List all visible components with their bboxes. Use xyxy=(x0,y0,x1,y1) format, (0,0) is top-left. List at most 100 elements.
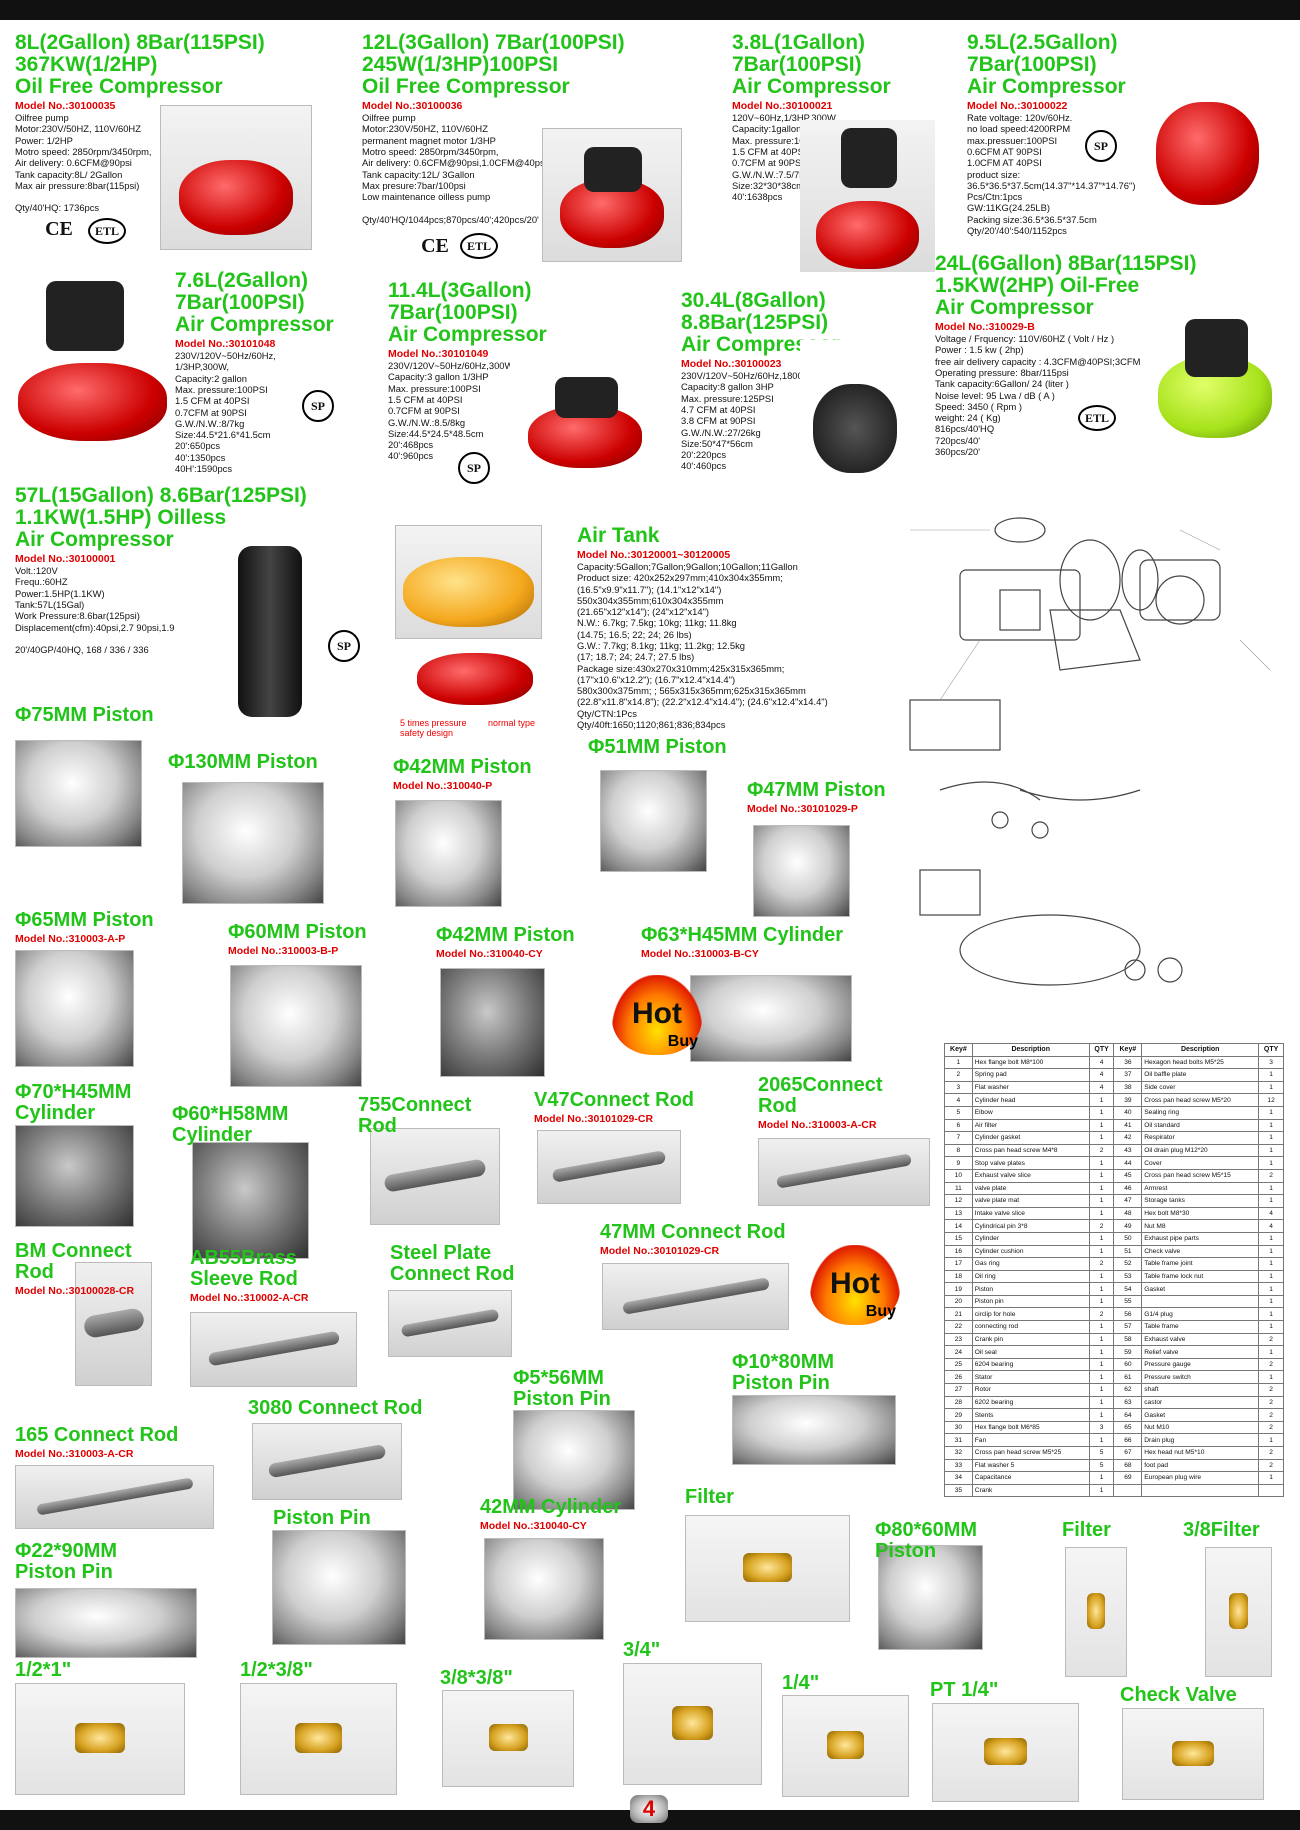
part-title: Φ5*56MM Piston Pin xyxy=(513,1367,611,1410)
table-cell: 23 xyxy=(944,1332,973,1347)
model-number: Model No.:310003-A-CR xyxy=(15,1448,134,1460)
table-cell: 2 xyxy=(1258,1408,1284,1422)
table-cell: circlip for hole xyxy=(971,1307,1090,1322)
product-spec: 120V~60Hz,1/3HP,300W, Capacity:1gallon M… xyxy=(732,112,838,203)
table-cell: 52 xyxy=(1113,1257,1143,1271)
spare-part: Φ80*60MM Piston xyxy=(875,1520,977,1562)
table-cell: 1 xyxy=(1088,1357,1115,1372)
part-photo xyxy=(1122,1708,1264,1800)
table-cell: Sealing ring xyxy=(1141,1105,1260,1120)
table-cell xyxy=(1141,1294,1260,1309)
part-photo xyxy=(602,1263,789,1330)
part-photo xyxy=(182,782,324,904)
table-cell: 1 xyxy=(1258,1131,1284,1145)
table-cell: Cylindrical pin 3*8 xyxy=(971,1219,1090,1233)
table-cell: 35 xyxy=(944,1483,973,1498)
table-cell: 49 xyxy=(1113,1219,1143,1233)
table-cell: Cross pan head screw M5*20 xyxy=(1141,1093,1260,1107)
table-cell: 1 xyxy=(1258,1307,1284,1322)
part-photo xyxy=(758,1138,930,1206)
part-photo xyxy=(1205,1547,1272,1677)
table-cell: 10 xyxy=(944,1168,973,1183)
table-cell: 39 xyxy=(1113,1093,1143,1107)
model-number: Model No.:310040-P xyxy=(393,780,493,792)
product-title: 12L(3Gallon) 7Bar(100PSI) 245W(1/3HP)100… xyxy=(362,31,625,99)
part-photo xyxy=(753,825,850,917)
part-title: Check Valve xyxy=(1120,1684,1237,1706)
table-cell: 5 xyxy=(1088,1458,1115,1473)
table-cell: 6202 bearing xyxy=(971,1395,1090,1410)
spare-part: Φ5*56MM Piston Pin xyxy=(513,1368,611,1410)
part-title: Φ60MM Piston xyxy=(228,921,367,943)
ce-mark: CE xyxy=(421,234,449,257)
table-cell: 1 xyxy=(1088,1332,1115,1347)
table-cell: 6 xyxy=(944,1118,973,1133)
table-cell: 1 xyxy=(1088,1206,1115,1221)
part-title: 42MM Cylinder xyxy=(480,1496,622,1518)
compressor-photo xyxy=(230,535,310,725)
table-cell: 2 xyxy=(1088,1307,1115,1322)
model-number: Model No.:30120001~30120005 xyxy=(577,549,731,562)
table-cell: 1 xyxy=(1258,1269,1284,1284)
table-cell: 62 xyxy=(1113,1383,1143,1397)
table-cell: 4 xyxy=(1088,1068,1115,1082)
table-cell: Cylinder head xyxy=(971,1093,1090,1107)
table-cell: 58 xyxy=(1113,1332,1143,1347)
table-cell: Cylinder cushion xyxy=(971,1244,1090,1259)
table-cell: 1 xyxy=(1258,1282,1284,1296)
table-cell: 36 xyxy=(1113,1055,1143,1070)
table-cell: Cross pan head screw M5*25 xyxy=(971,1446,1090,1460)
table-cell: Spring pad xyxy=(971,1068,1090,1082)
table-cell: Nut M8 xyxy=(1141,1219,1260,1233)
table-cell: Table frame lock nut xyxy=(1141,1269,1260,1284)
table-cell: 29 xyxy=(944,1408,973,1422)
product-title: 9.5L(2.5Gallon) 7Bar(100PSI) Air Compres… xyxy=(967,31,1126,99)
compressor-photo xyxy=(800,340,910,488)
part-title: 755Connect Rod xyxy=(358,1094,472,1137)
air-tank-photo-red xyxy=(415,643,535,708)
compressor-photo xyxy=(510,360,660,480)
table-cell: 45 xyxy=(1113,1168,1143,1183)
etl-mark: ETL xyxy=(460,233,498,259)
compressor-photo xyxy=(15,265,170,460)
table-cell: Hexagon head bolts M5*25 xyxy=(1141,1055,1260,1070)
table-cell: Stents xyxy=(971,1408,1090,1422)
table-cell: 2 xyxy=(1258,1395,1284,1410)
table-cell: 32 xyxy=(944,1446,973,1460)
product-9-5l: 9.5L(2.5Gallon) 7Bar(100PSI) Air Compres… xyxy=(967,31,1187,236)
part-title: 1/4" xyxy=(782,1672,820,1694)
spare-part: 1/2*1" xyxy=(15,1660,71,1681)
table-cell: Respirator xyxy=(1141,1131,1260,1145)
part-title: Φ70*H45MM Cylinder xyxy=(15,1081,132,1124)
table-cell: Pressure switch xyxy=(1141,1370,1260,1385)
part-title: BM Connect Rod xyxy=(15,1240,132,1283)
product-title: 57L(15Gallon) 8.6Bar(125PSI) 1.1KW(1.5HP… xyxy=(15,484,307,552)
table-cell: Piston xyxy=(971,1282,1090,1296)
table-cell: Check valve xyxy=(1141,1244,1260,1259)
model-number: Model No.:30100023 xyxy=(681,358,782,371)
caption-safety: 5 times pressure safety design xyxy=(400,718,467,738)
product-11-4l: 11.4L(3Gallon) 7Bar(100PSI) Air Compress… xyxy=(388,279,598,462)
table-cell: 27 xyxy=(944,1383,973,1397)
model-number: Model No.:310003-A-P xyxy=(15,933,126,945)
part-photo xyxy=(732,1395,896,1465)
table-cell: 1 xyxy=(1258,1320,1284,1334)
product-spec: 230V/120V~50Hz/60Hz, 1/3HP,300W, Capacit… xyxy=(175,350,276,474)
part-photo xyxy=(442,1690,574,1787)
table-cell: Piston pin xyxy=(971,1294,1090,1309)
table-cell: valve plate mat xyxy=(971,1194,1090,1208)
spare-part: Φ51MM Piston xyxy=(588,737,727,758)
product-12l: 12L(3Gallon) 7Bar(100PSI) 245W(1/3HP)100… xyxy=(362,31,692,225)
spare-part: Φ22*90MM Piston Pin xyxy=(15,1541,117,1583)
